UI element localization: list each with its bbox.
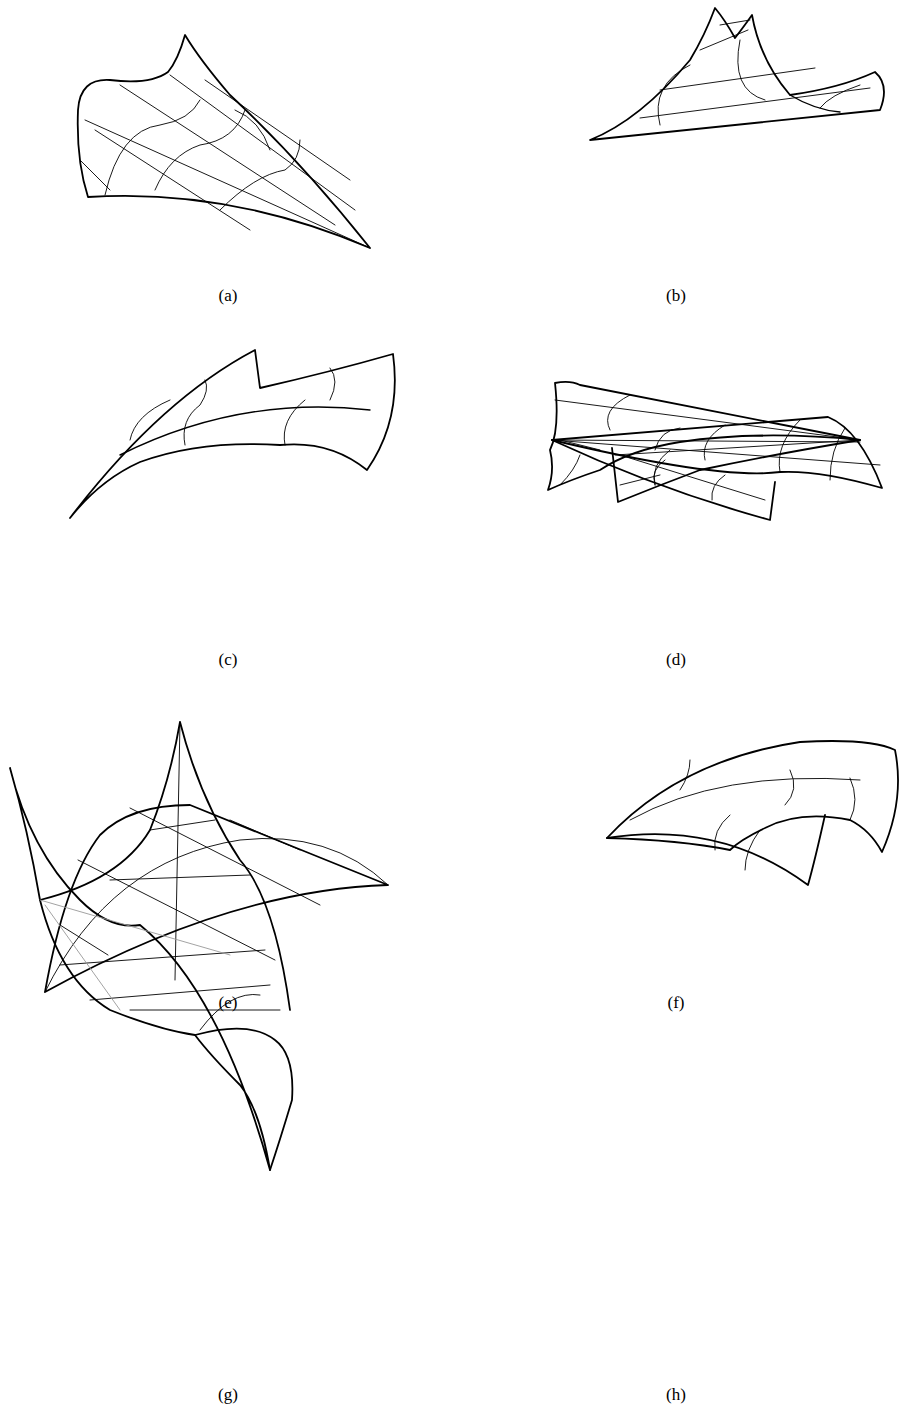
surface-a: [78, 35, 370, 248]
subfigure-label: (d): [666, 650, 686, 670]
surface-f: [607, 741, 898, 885]
subfigure-label: (g): [218, 1385, 238, 1405]
surface-h: [552, 417, 882, 520]
subfigure-label: (f): [668, 993, 685, 1013]
subfigure-label: (c): [219, 650, 238, 670]
subfigure-label: (a): [219, 286, 238, 306]
surface-e: [45, 805, 388, 992]
surface-c: [70, 350, 395, 518]
subfigure-label: (h): [666, 1385, 686, 1405]
surface-d: [548, 382, 860, 502]
subfigure-label: (e): [219, 993, 238, 1013]
surface-b: [590, 8, 884, 140]
subfigure-label: (b): [666, 286, 686, 306]
surface-g: [10, 722, 292, 1170]
